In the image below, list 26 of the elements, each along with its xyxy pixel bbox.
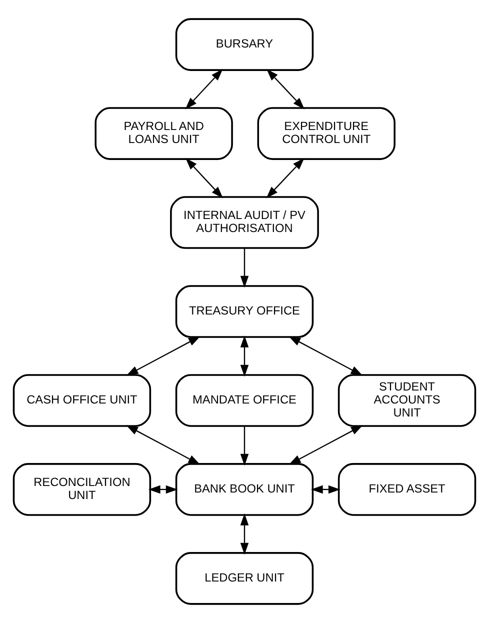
arrow [185,158,223,198]
node-box: LEDGER UNIT [174,552,314,604]
node-box: BANK BOOK UNIT [174,462,314,516]
node-box: STUDENT ACCOUNTS UNIT [337,374,476,426]
arrow [240,426,248,466]
arrow [266,158,304,198]
node-box: PAYROLL AND LOANS UNIT [94,106,232,160]
arrow [288,424,362,464]
arrow [126,336,200,376]
node-box: RECONCILATION UNIT [12,462,151,516]
arrow [184,68,222,109]
arrow [288,336,362,376]
arrow [240,248,248,288]
node-box: FIXED ASSET [337,462,476,516]
arrow [240,512,248,554]
node-box: CASH OFFICE UNIT [12,374,151,426]
node-box: INTERNAL AUDIT / PV AUTHORISATION [170,196,318,248]
arrow [240,334,248,376]
arrow [126,424,200,464]
arrow [266,68,304,109]
arrow [310,484,340,494]
node-box: EXPENDITURE CONTROL UNIT [256,106,395,160]
arrow [148,484,178,494]
node-box: MANDATE OFFICE [174,374,314,426]
node-box: BURSARY [174,18,314,70]
node-box: TREASURY OFFICE [174,284,314,338]
